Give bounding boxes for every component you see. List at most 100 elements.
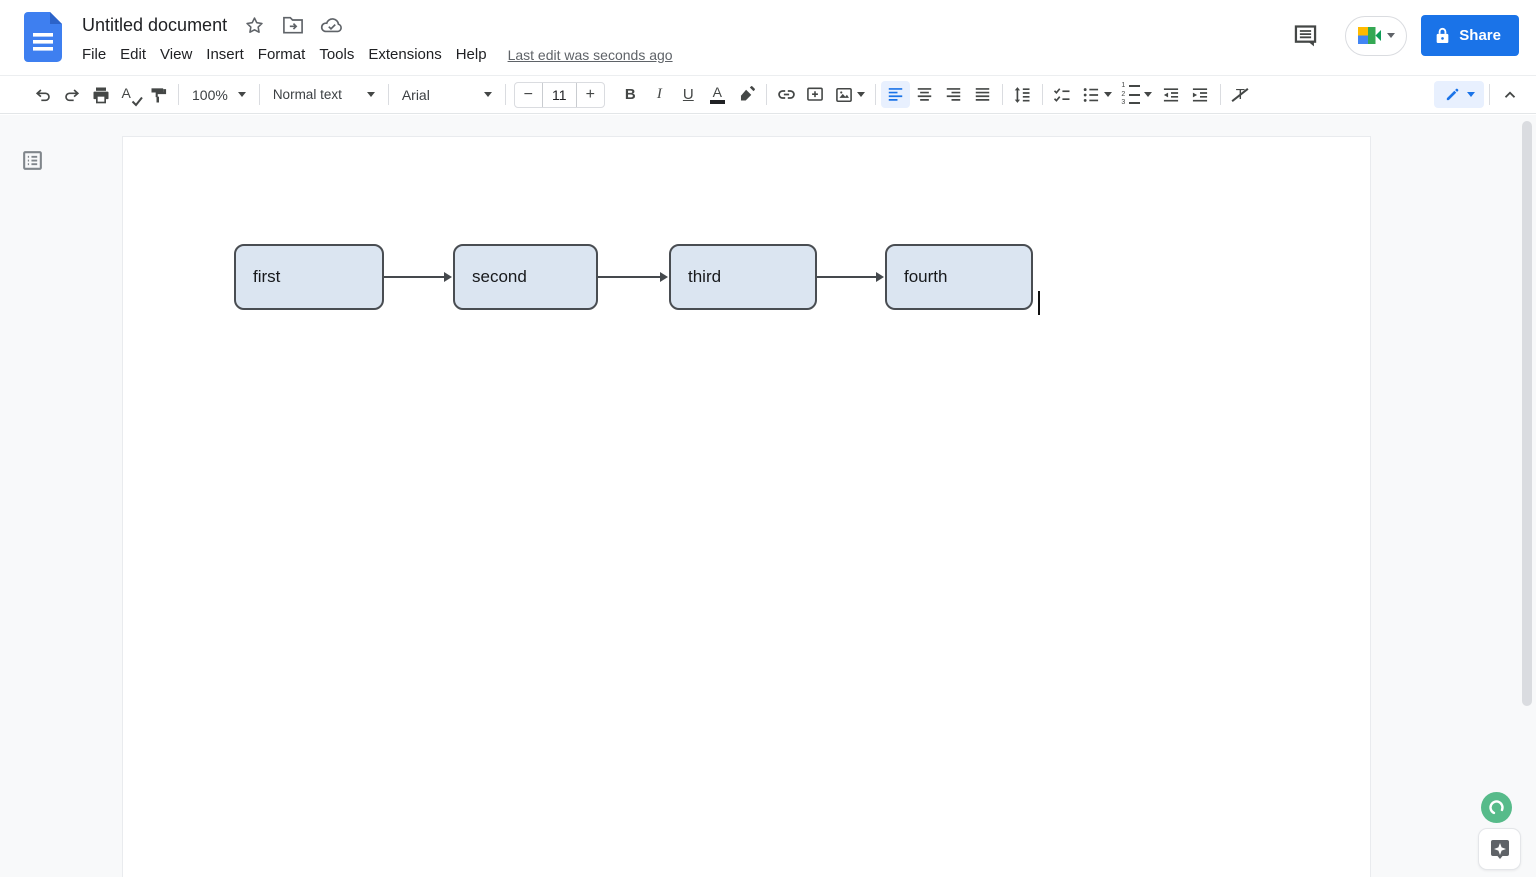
add-comment-icon [807,87,824,101]
paragraph-style-value: Normal text [272,87,342,102]
font-caret-icon [483,92,492,97]
italic-icon: I [656,86,662,102]
menu-format[interactable]: Format [257,46,306,63]
document-status-button[interactable] [320,13,344,37]
toolbar-separator [1219,84,1221,105]
undo-button[interactable] [28,81,57,108]
document-outline-icon [23,151,42,170]
explore-button[interactable] [1478,828,1521,870]
flowchart-node[interactable]: third [669,244,817,310]
menu-edit[interactable]: Edit [120,46,147,63]
italic-button[interactable]: I [645,81,674,108]
docs-logo-icon[interactable] [24,12,62,62]
underline-icon: U [682,86,694,103]
vertical-scrollbar-thumb[interactable] [1522,121,1532,706]
checklist-button[interactable] [1048,81,1077,108]
font-size-control: − 11 + [513,81,605,108]
toolbar-separator [178,84,179,105]
menu-view[interactable]: View [160,46,193,63]
star-button[interactable] [242,13,266,37]
redo-button[interactable] [57,81,86,108]
decrease-indent-button[interactable] [1157,81,1186,108]
align-right-button[interactable] [939,81,968,108]
style-caret-icon [366,92,375,97]
flowchart-node[interactable]: fourth [885,244,1033,310]
paint-format-icon [151,87,166,102]
numbered-list-icon: 1 2 3 [1121,82,1141,106]
flowchart-node[interactable]: first [234,244,384,310]
clear-formatting-button[interactable]: T [1226,81,1255,108]
decrease-indent-icon [1164,87,1179,101]
justify-icon [975,88,990,101]
bulleted-list-icon [1084,87,1099,102]
line-spacing-button[interactable] [1008,81,1037,108]
numbered-list-button[interactable]: 1 2 3 [1117,81,1157,108]
show-outline-button[interactable] [20,148,46,174]
print-button[interactable] [86,81,115,108]
align-left-button[interactable] [880,81,910,108]
meet-button[interactable] [1345,15,1408,56]
chevron-up-icon [1504,90,1515,98]
comment-history-button[interactable] [1289,20,1321,52]
bulleted-list-button[interactable] [1077,81,1117,108]
comment-history-icon [1294,25,1316,47]
highlight-color-button[interactable] [732,81,761,108]
page[interactable]: first second third fourth [122,136,1371,877]
increase-indent-button[interactable] [1186,81,1215,108]
flowchart-node[interactable]: second [453,244,598,310]
text-color-button[interactable]: A [703,81,732,108]
connection-indicator [1481,792,1512,823]
meet-dropdown-caret-icon [1387,33,1396,38]
flowchart-arrow [384,272,452,282]
align-center-button[interactable] [910,81,939,108]
move-button[interactable] [281,13,305,37]
spellcheck-button[interactable]: A [115,81,144,108]
add-comment-button[interactable] [801,81,830,108]
explore-icon [1490,840,1509,859]
hide-menus-button[interactable] [1495,81,1524,108]
undo-icon [35,88,50,101]
font-size-decrease-button[interactable]: − [523,85,533,103]
document-canvas: first second third fourth [0,115,1536,877]
font-size-increase-button[interactable]: + [585,85,595,103]
meet-icon [1358,27,1382,44]
redo-icon [64,88,79,101]
justify-button[interactable] [968,81,997,108]
editing-mode-button[interactable] [1434,81,1484,108]
clear-formatting-icon: T [1229,84,1251,106]
star-icon [245,16,263,33]
font-family-select[interactable]: Arial [394,81,500,108]
toolbar-separator [387,84,389,105]
menu-tools[interactable]: Tools [319,46,355,63]
toolbar: A 100% Normal text Arial [0,75,1536,114]
insert-link-button[interactable] [772,81,801,108]
toolbar-separator [874,84,876,105]
insert-image-button[interactable] [830,81,870,108]
lock-icon [1436,27,1449,43]
line-spacing-icon [1015,86,1030,103]
document-title[interactable]: Untitled document [82,14,228,35]
menu-file[interactable]: File [82,46,107,63]
text-color-icon: A [709,85,725,104]
font-size-input[interactable]: 11 [541,82,577,107]
align-right-icon [946,88,961,101]
toolbar-separator [765,84,767,105]
paragraph-style-select[interactable]: Normal text [265,81,383,108]
menu-insert[interactable]: Insert [206,46,244,63]
zoom-value: 100% [192,86,228,103]
zoom-select[interactable]: 100% [184,81,254,108]
bold-button[interactable]: B [616,81,645,108]
paint-format-button[interactable] [144,81,173,108]
menu-extensions[interactable]: Extensions [368,46,442,63]
bold-icon: B [624,86,636,103]
title-area: Untitled document [82,13,344,37]
share-button[interactable]: Share [1421,15,1519,56]
toolbar-separator [258,84,260,105]
spellcheck-icon: A [119,84,143,106]
menu-help[interactable]: Help [455,46,487,63]
underline-button[interactable]: U [674,81,703,108]
bulleted-list-caret-icon [1104,92,1113,97]
toolbar-separator [1489,84,1490,105]
last-edit-link[interactable]: Last edit was seconds ago [507,46,673,63]
